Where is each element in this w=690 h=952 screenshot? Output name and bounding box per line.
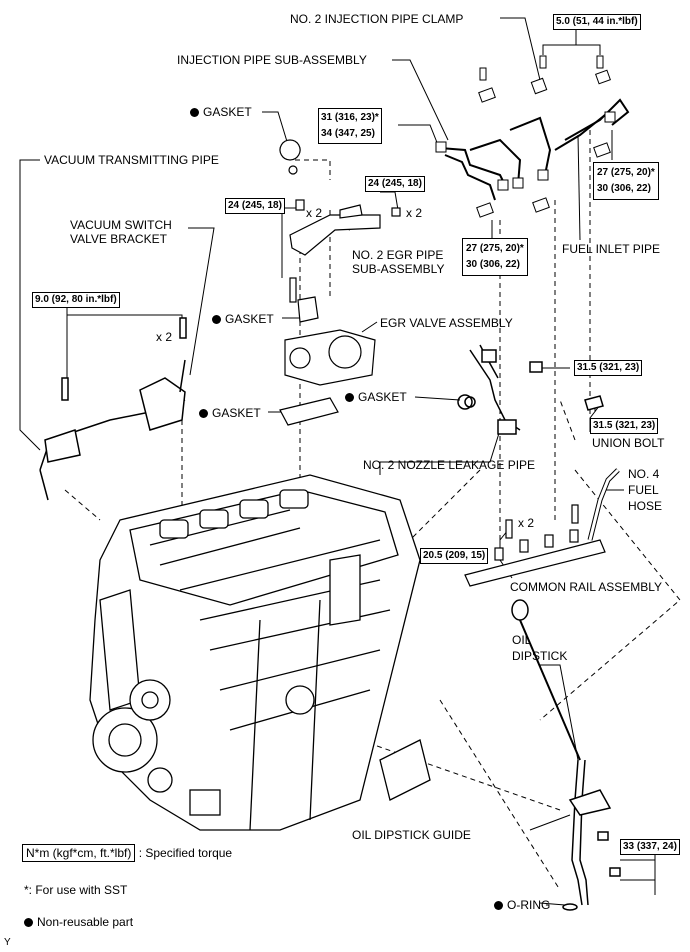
- label-union-bolt: UNION BOLT: [592, 436, 665, 450]
- leader-nozzle: [379, 429, 501, 475]
- torque-box-right-pipe: 27 (275, 20)* 30 (306, 22): [593, 162, 659, 200]
- label-egr-pipe-sub-assembly: NO. 2 EGR PIPE SUB-ASSEMBLY: [352, 248, 445, 276]
- qty-label-egr-left: x 2: [306, 206, 323, 220]
- torque-mid-value-1: 27 (275, 20)*: [466, 243, 524, 254]
- gasket-1-text: GASKET: [203, 105, 252, 119]
- label-oil-dipstick: OIL DIPSTICK: [512, 633, 568, 663]
- corner-code: Y: [4, 937, 11, 948]
- vacuum-parts: [39, 317, 187, 501]
- torque-box-egr-right: 24 (245, 18): [365, 176, 425, 192]
- nonreusable-dot-icon: [24, 918, 33, 927]
- label-oil-dipstick-guide: OIL DIPSTICK GUIDE: [352, 828, 471, 842]
- common-rail: [464, 504, 606, 587]
- torque-box-egr-left: 24 (245, 18): [225, 198, 285, 214]
- leakage-parts: [457, 344, 620, 541]
- label-common-rail-assembly: COMMON RAIL ASSEMBLY: [510, 580, 663, 594]
- nonreusable-dot-icon: [494, 901, 503, 910]
- label-vacuum-transmitting-pipe: VACUUM TRANSMITTING PIPE: [44, 153, 219, 167]
- label-injection-pipe-sub-assembly: INJECTION PIPE SUB-ASSEMBLY: [177, 53, 367, 67]
- leader-egr-valve: [361, 321, 378, 333]
- label-no4-fuel-hose: NO. 4 FUEL HOSE: [628, 467, 663, 513]
- torque-inj-value-2: 34 (347, 25): [321, 128, 375, 139]
- nonreusable-dot-icon: [199, 409, 208, 418]
- leader-vacuum-pipe: [19, 159, 41, 451]
- o-ring-text: O-RING: [507, 898, 551, 912]
- qty-label-egr-right: x 2: [406, 206, 423, 220]
- legend-nonreusable: Non-reusable part: [24, 915, 133, 929]
- torque-box-dipstick-guide: 33 (337, 24): [620, 839, 680, 855]
- label-o-ring: O-RING: [494, 898, 550, 912]
- torque-box-common-rail: 20.5 (209, 15): [420, 548, 489, 564]
- leader-fuel-inlet: [577, 134, 581, 241]
- legend-torque-box: N*m (kgf*cm, ft.*lbf): [22, 844, 136, 862]
- gasket-4-text: GASKET: [212, 406, 261, 420]
- leader-vsv: [188, 227, 215, 376]
- torque-box-clamp: 5.0 (51, 44 in.*lbf): [553, 14, 641, 30]
- leader-inj-sub: [392, 59, 449, 141]
- oil-dipstick-parts: [511, 599, 621, 911]
- torque-box-union-b: 31.5 (321, 23): [590, 418, 659, 434]
- injection-pipes: [439, 98, 630, 201]
- torque-box-bracket: 9.0 (92, 80 in.*lbf): [32, 292, 120, 308]
- leader-dipstick: [540, 664, 579, 761]
- nonreusable-dot-icon: [190, 108, 199, 117]
- label-gasket-4: GASKET: [199, 406, 261, 420]
- leader-gasket3: [414, 396, 461, 401]
- pipe-fittings: [435, 55, 616, 218]
- torque-box-injection: 31 (316, 23)* 34 (347, 25): [318, 108, 382, 144]
- legend-torque-desc: : Specified torque: [138, 846, 233, 860]
- label-fuel-inlet-pipe: FUEL INLET PIPE: [562, 242, 661, 256]
- label-injection-pipe-clamp: NO. 2 INJECTION PIPE CLAMP: [290, 12, 464, 26]
- egr-parts: [279, 139, 401, 426]
- nonreusable-dot-icon: [345, 393, 354, 402]
- legend-nonreusable-text: Non-reusable part: [37, 915, 134, 929]
- qty-label-bracket: x 2: [156, 330, 173, 344]
- legend-sst: *: For use with SST: [24, 883, 128, 897]
- label-vacuum-switch-valve-bracket: VACUUM SWITCH VALVE BRACKET: [70, 218, 172, 246]
- leader-guide: [529, 814, 571, 831]
- torque-box-mid-pipe: 27 (275, 20)* 30 (306, 22): [462, 238, 528, 276]
- leader-oring: [539, 902, 566, 906]
- torque-mid-value-2: 30 (306, 22): [466, 259, 520, 270]
- label-gasket-1: GASKET: [190, 105, 252, 119]
- nonreusable-dot-icon: [212, 315, 221, 324]
- label-egr-valve-assembly: EGR VALVE ASSEMBLY: [380, 316, 513, 330]
- label-gasket-2: GASKET: [212, 312, 274, 326]
- label-no2-nozzle-leakage-pipe: NO. 2 NOZZLE LEAKAGE PIPE: [363, 458, 536, 472]
- torque-box-union-a: 31.5 (321, 23): [574, 360, 643, 376]
- engine-block: [89, 474, 431, 831]
- torque-inj-value-1: 31 (316, 23)*: [321, 112, 379, 123]
- torque-right-value-2: 30 (306, 22): [597, 183, 651, 194]
- torque-right-value-1: 27 (275, 20)*: [597, 167, 655, 178]
- leader-clamp: [500, 17, 541, 81]
- legend-torque: N*m (kgf*cm, ft.*lbf) : Specified torque: [22, 844, 233, 862]
- gasket-2-text: GASKET: [225, 312, 274, 326]
- label-gasket-3: GASKET: [345, 390, 407, 404]
- gasket-3-text: GASKET: [358, 390, 407, 404]
- qty-label-rail: x 2: [518, 516, 535, 530]
